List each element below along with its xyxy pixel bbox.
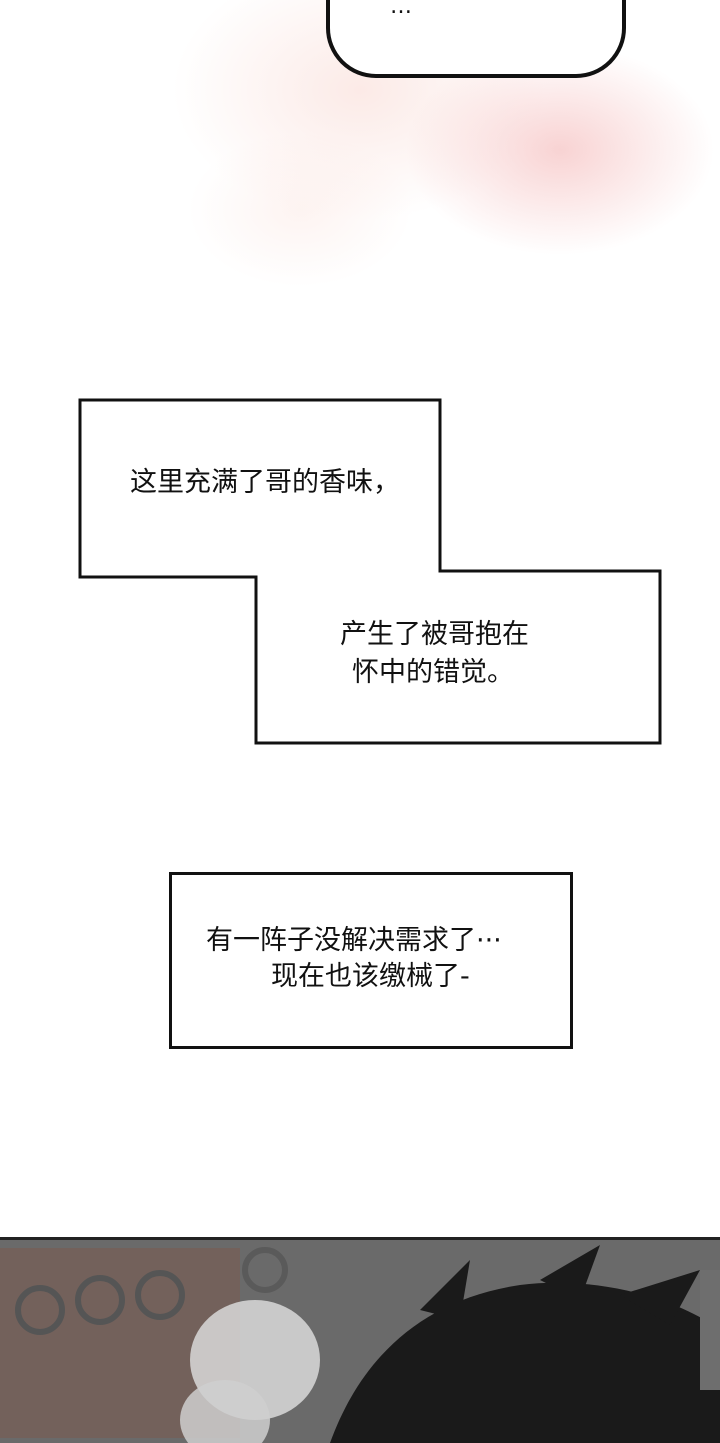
narration-line-2: 产生了被哥抱在 <box>340 619 529 650</box>
narration-box <box>169 872 573 1049</box>
narration-line-5: 现在也该缴械了- <box>271 961 470 992</box>
narration-box-group <box>78 398 662 745</box>
speech-bubble-top: … <box>326 0 626 78</box>
speech-bubble-top-text: … <box>390 0 414 19</box>
illustration-art <box>0 1240 720 1443</box>
illustration-panel <box>0 1237 720 1443</box>
narration-line-4: 有一阵子没解决需求了··· <box>206 925 502 956</box>
narration-line-3: 怀中的错觉。 <box>352 657 514 688</box>
narration-line-1: 这里充满了哥的香味， <box>130 467 400 498</box>
